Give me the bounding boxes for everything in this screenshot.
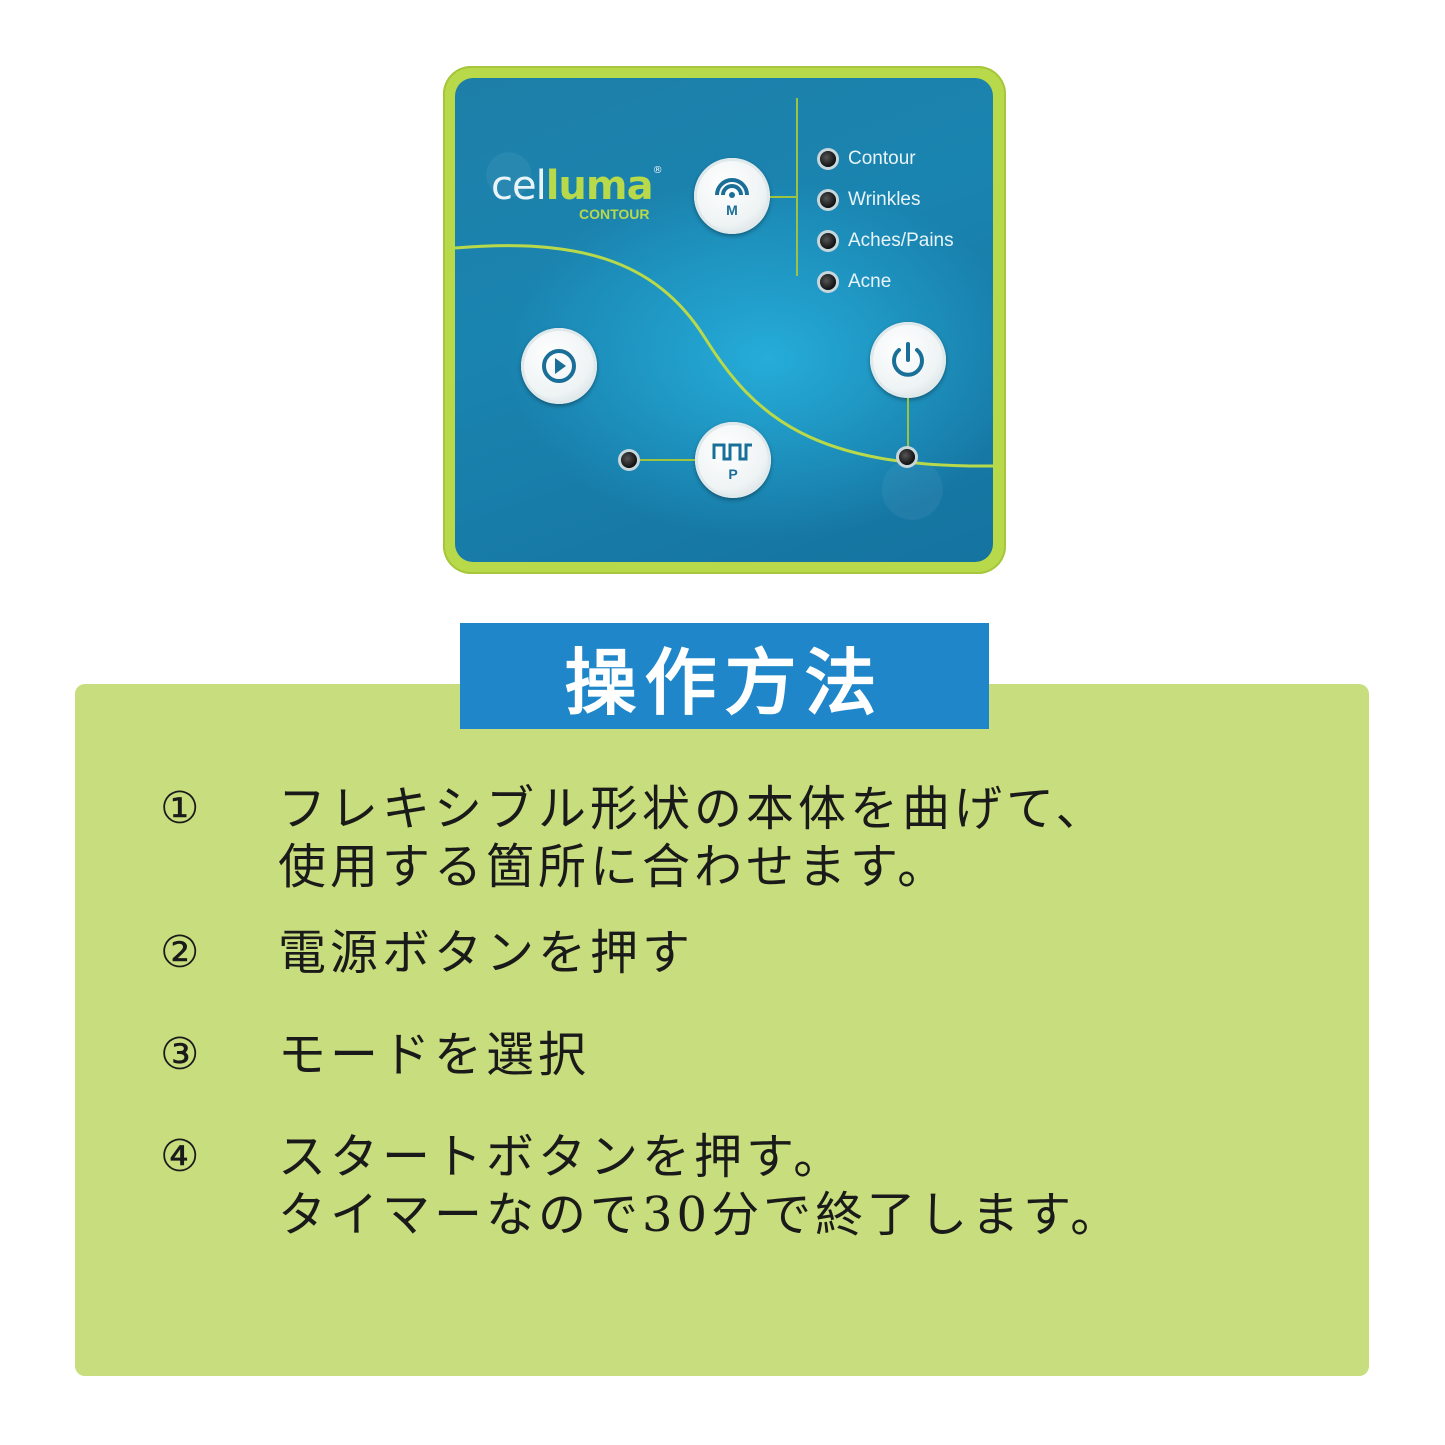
connector-line — [907, 398, 909, 448]
led-indicator — [820, 150, 836, 167]
step-number: ③ — [160, 1029, 200, 1080]
step-item: ② 電源ボタンを押す — [160, 924, 1340, 982]
step-text: スタートボタンを押す。 タイマーなので30分で終了します。 — [278, 1129, 1123, 1243]
mode-item-acne: Acne — [820, 261, 954, 302]
device-panel: celluma® CONTOUR M Contour Wrinkles Ache… — [443, 66, 1006, 574]
connector-line — [770, 196, 796, 198]
step-number: ④ — [160, 1131, 200, 1182]
led-indicator — [820, 273, 836, 290]
step-text: 電源ボタンを押す — [278, 925, 695, 981]
mode-icon: M — [715, 178, 749, 218]
step-text: モードを選択 — [278, 1027, 591, 1083]
celluma-logo: celluma® — [491, 163, 663, 209]
start-button[interactable] — [521, 328, 597, 404]
mode-button[interactable]: M — [694, 158, 770, 234]
mode-item-contour: Contour — [820, 138, 954, 179]
step-item: ③ モードを選択 — [160, 1026, 1340, 1084]
wave-line — [455, 244, 993, 468]
logo-subtitle: CONTOUR — [579, 206, 650, 222]
mode-item-aches-pains: Aches/Pains — [820, 220, 954, 261]
power-led — [899, 449, 915, 465]
power-icon — [892, 342, 924, 377]
play-icon — [542, 349, 576, 383]
mode-item-wrinkles: Wrinkles — [820, 179, 954, 220]
power-button[interactable] — [870, 322, 946, 398]
led-indicator — [820, 232, 836, 249]
step-item: ① フレキシブル形状の本体を曲げて、 使用する箇所に合わせます。 — [160, 780, 1340, 896]
pulse-icon: P — [712, 443, 752, 482]
step-list: ① フレキシブル形状の本体を曲げて、 使用する箇所に合わせます。 ② 電源ボタン… — [160, 780, 1340, 1268]
step-text: フレキシブル形状の本体を曲げて、 使用する箇所に合わせます。 — [278, 781, 1108, 895]
pulse-led — [621, 452, 637, 468]
pulse-button[interactable]: P — [695, 422, 771, 498]
step-number: ① — [160, 783, 200, 834]
title-banner: 操作方法 — [460, 623, 989, 729]
step-number: ② — [160, 927, 200, 978]
pulse-letter: P — [728, 466, 737, 482]
connector-line — [796, 98, 798, 276]
mode-list: Contour Wrinkles Aches/Pains Acne — [820, 138, 954, 302]
led-indicator — [820, 191, 836, 208]
device-face: celluma® CONTOUR M Contour Wrinkles Ache… — [455, 78, 993, 562]
page-title: 操作方法 — [564, 640, 885, 725]
instructions-panel — [75, 684, 1369, 1376]
step-item: ④ スタートボタンを押す。 タイマーなので30分で終了します。 — [160, 1128, 1340, 1244]
mode-letter: M — [726, 202, 738, 218]
connector-line — [637, 459, 695, 461]
